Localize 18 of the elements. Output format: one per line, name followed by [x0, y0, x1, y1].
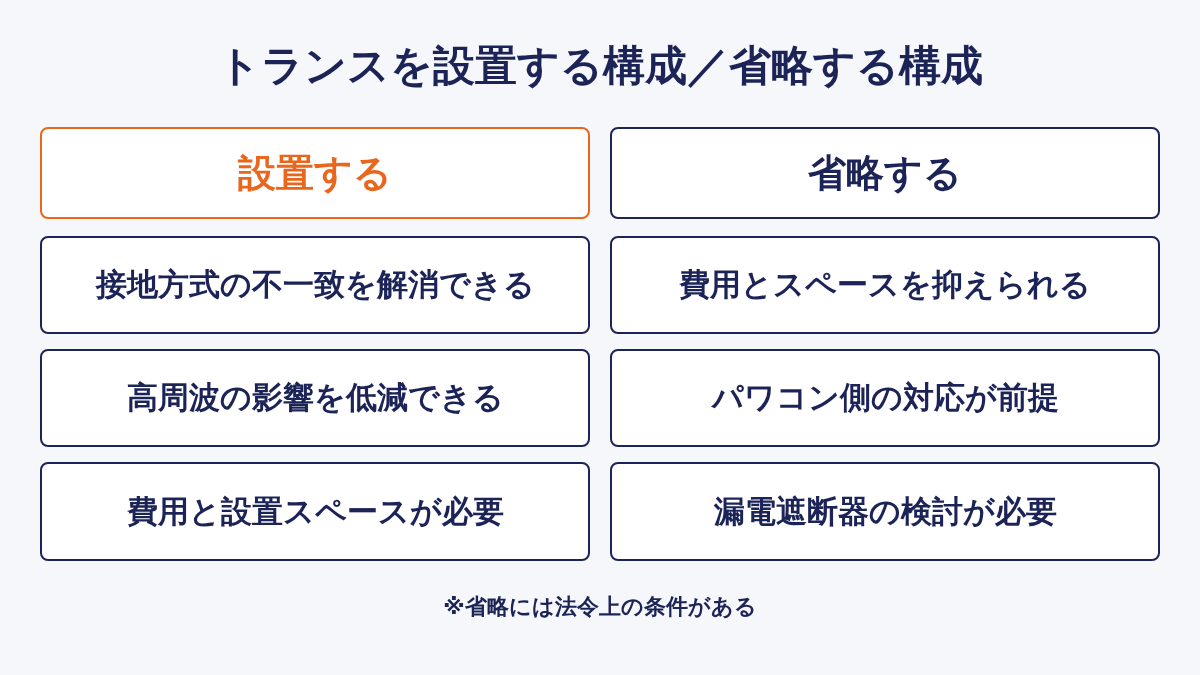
- card-text: 高周波の影響を低減できる: [126, 378, 504, 417]
- column-header-card: [610, 127, 1160, 219]
- card-text: 費用と設置スペースが必要: [126, 491, 504, 531]
- card-text: パワコン側の対応が前提: [711, 378, 1059, 417]
- card-text: 漏電遮断器の検討が必要: [713, 491, 1057, 531]
- comparison-card: [610, 236, 1160, 334]
- card-text: 費用とスペースを抑えられる: [679, 265, 1091, 304]
- comparison-card: [40, 462, 590, 561]
- title: トランスを設置する構成／省略する構成: [216, 40, 984, 92]
- header-text: 設置する: [238, 149, 392, 197]
- card-text: 接地方式の不一致を解消できる: [95, 265, 535, 304]
- comparison-card: [610, 349, 1160, 447]
- header-text: 省略する: [808, 149, 962, 197]
- comparison-card: [40, 236, 590, 334]
- comparison-card: [610, 462, 1160, 561]
- comparison-card: [40, 349, 590, 447]
- footnote: ※省略には法令上の条件がある: [442, 593, 758, 621]
- column-header-card: [40, 127, 590, 219]
